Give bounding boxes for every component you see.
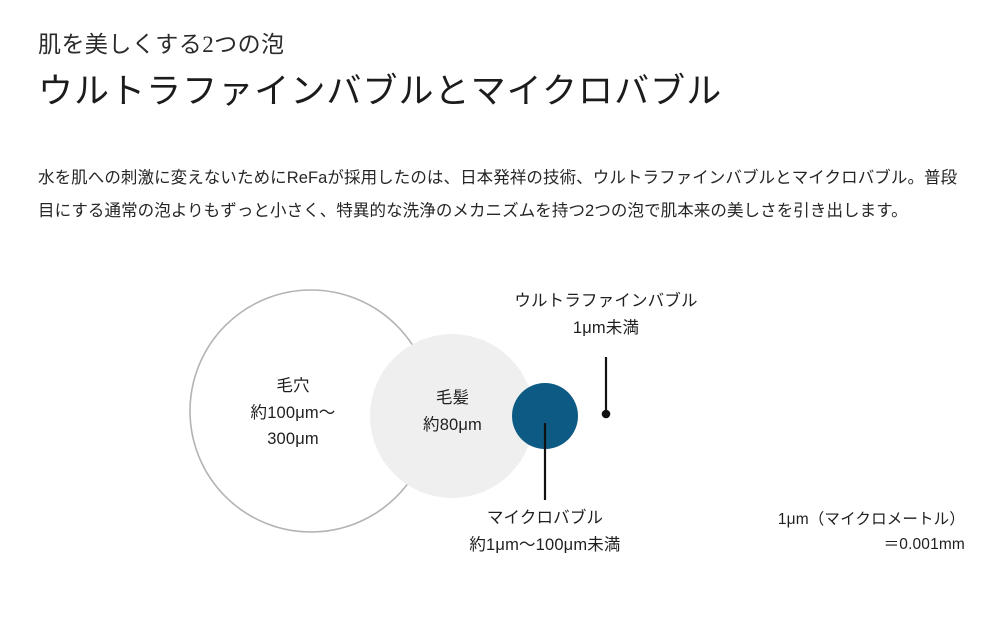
ultrafine-bubble-label: ウルトラファインバブル 1μm未満 — [486, 288, 726, 341]
ultrafine-bubble-label-name: ウルトラファインバブル — [514, 292, 698, 310]
microbubble-label: マイクロバブル 約1μm〜100μm未満 — [428, 505, 662, 558]
ultrafine-bubble-label-size: 1μm未満 — [572, 318, 640, 337]
pore-label-size1: 約100μm〜 — [250, 403, 336, 422]
pore-label-name: 毛穴 — [276, 377, 310, 395]
microbubble-label-size: 約1μm〜100μm未満 — [469, 535, 621, 554]
ultrafine-bubble-dot — [601, 409, 611, 419]
pore-label-size2: 300μm — [267, 430, 319, 449]
unit-footnote-line1: 1μm（マイクロメートル） — [777, 511, 965, 528]
pore-label: 毛穴 約100μm〜 300μm — [213, 373, 373, 453]
hair-label: 毛髪 約80μm — [385, 385, 520, 438]
unit-footnote: 1μm（マイクロメートル） ＝0.001mm — [778, 508, 965, 558]
microbubble-label-name: マイクロバブル — [486, 509, 604, 527]
hair-label-name: 毛髪 — [435, 389, 470, 407]
page-title: ウルトラファインバブルとマイクロバブル — [38, 71, 723, 111]
hair-label-size: 約80μm — [423, 415, 482, 434]
microbubble-circle — [512, 383, 578, 449]
unit-footnote-line2: ＝0.001mm — [883, 535, 965, 553]
header: 肌を美しくする2つの泡 ウルトラファインバブルとマイクロバブル — [38, 30, 968, 114]
eyebrow-text: 肌を美しくする2つの泡 — [38, 32, 285, 57]
intro-paragraph: 水を肌への刺激に変えないためにReFaが採用したのは、日本発祥の技術、ウルトラフ… — [38, 168, 958, 220]
